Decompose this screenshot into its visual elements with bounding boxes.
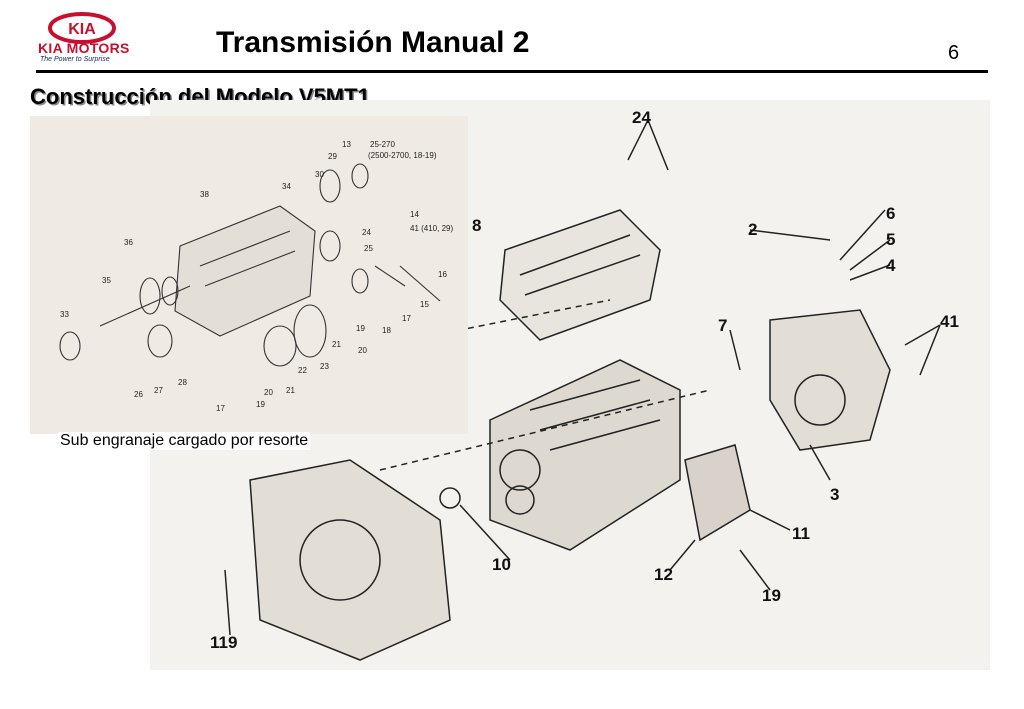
inset-label: 15: [420, 300, 429, 309]
inset-label: 26: [134, 390, 143, 399]
callout-19: 19: [762, 586, 781, 605]
inset-label: 19: [356, 324, 365, 333]
inset-label: 17: [216, 404, 225, 413]
callout-119: 119: [210, 633, 238, 652]
inset-label: (2500-2700, 18-19): [368, 151, 437, 160]
callout-41: 41: [940, 312, 959, 331]
callout-11: 11: [792, 524, 810, 543]
inset-label: 30: [315, 170, 324, 179]
callout-2: 2: [748, 220, 758, 239]
kia-logo: KIA: [30, 10, 130, 70]
header-rule: [36, 70, 988, 73]
inset-label: 20: [358, 346, 367, 355]
inset-label: 17: [402, 314, 411, 323]
inset-label: 25-270: [370, 140, 395, 149]
inset-label: 27: [154, 386, 163, 395]
inset-label: 21: [286, 386, 295, 395]
inset-label: 19: [256, 400, 265, 409]
inset-label: 35: [102, 276, 111, 285]
transmission-drawing: [224, 119, 941, 661]
inset-label: 29: [328, 152, 337, 161]
logo-text: KIA MOTORS: [38, 40, 130, 56]
inset-label: 33: [60, 310, 69, 319]
logo-tagline: The Power to Surprise: [40, 56, 110, 63]
callout-3: 3: [830, 485, 840, 504]
inset-caption: Sub engranaje cargado por resorte: [58, 432, 311, 450]
inset-label: 28: [178, 378, 187, 387]
callout-6: 6: [886, 204, 896, 223]
inset-label: 34: [282, 182, 291, 191]
callout-24: 24: [632, 108, 651, 127]
inset-label: 36: [124, 238, 133, 247]
inset-label: 14: [410, 210, 419, 219]
callout-7: 7: [718, 316, 728, 335]
inset-label: 13: [342, 140, 351, 149]
inset-label: 20: [264, 388, 273, 397]
kia-oval-icon: KIA: [48, 12, 116, 44]
inset-label: 16: [438, 270, 447, 279]
inset-label: 18: [382, 326, 391, 335]
callout-4: 4: [886, 256, 896, 275]
inset-label: 21: [332, 340, 341, 349]
svg-text:KIA: KIA: [68, 21, 96, 38]
inset-label: 22: [298, 366, 307, 375]
inset-exploded-diagram: 13 25-270 (2500-2700, 18-19) 29 30 38 34…: [30, 116, 468, 434]
inset-label: 24: [362, 228, 371, 237]
callout-8: 8: [472, 216, 482, 235]
inset-drawing: [59, 163, 441, 367]
inset-label: 38: [200, 190, 209, 199]
callout-12: 12: [654, 565, 673, 584]
inset-label: 25: [364, 244, 373, 253]
inset-label: 23: [320, 362, 329, 371]
callout-5: 5: [886, 230, 896, 249]
page-title: Transmisión Manual 2: [216, 26, 530, 59]
callout-10: 10: [492, 555, 511, 574]
inset-label: 41 (410, 29): [410, 224, 454, 233]
page-number: 6: [948, 42, 960, 64]
